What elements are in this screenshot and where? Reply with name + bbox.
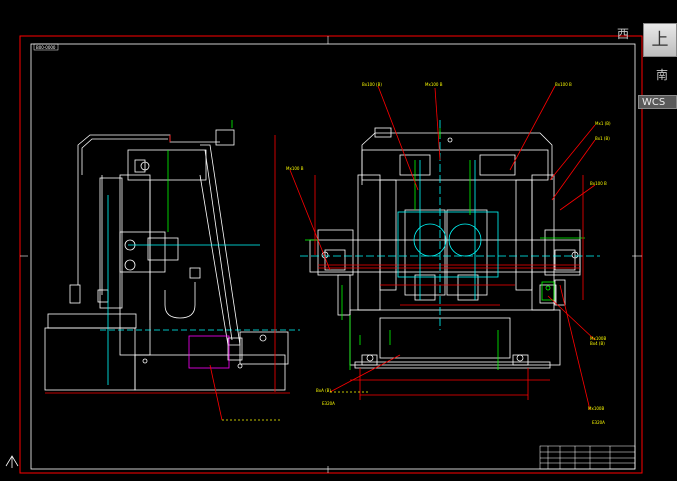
left-tag: Mx100 B (286, 166, 304, 171)
top-left-tag-box (33, 43, 59, 51)
annotations: Bx100 (B) Mx100 B Bx100 B Mx1 (B) Bx1 (B… (286, 82, 611, 425)
bottom-tag-2: E320A (322, 401, 335, 406)
ucs-icon (5, 455, 19, 468)
viewcube-west-label[interactable]: 西 (617, 27, 630, 41)
viewcube[interactable]: 西 上 南 (612, 10, 677, 110)
right-tag-1: Mx1 (B) (595, 121, 611, 126)
front-view (309, 127, 581, 369)
right-tag-3: Bx100 B (590, 181, 607, 186)
side-view-colored (45, 120, 300, 421)
title-block (539, 445, 636, 470)
side-view (44, 129, 289, 391)
bottom-tag-1: BxA (B) (316, 388, 331, 393)
wcs-menu-button[interactable]: WCS (638, 95, 677, 109)
front-tag-1: Bx100 (B) (362, 82, 382, 87)
viewcube-south-label[interactable]: 南 (656, 68, 669, 82)
right-tag-5: Bx4 (B) (590, 341, 605, 346)
front-tag-3: Bx100 B (555, 82, 572, 87)
center-marks (20, 36, 642, 473)
front-tag-2: Mx100 B (425, 82, 443, 87)
right-tag-6: Mx100B (588, 406, 604, 411)
viewcube-top-face[interactable]: 上 (643, 23, 677, 57)
right-tag-7: E320A (592, 420, 605, 425)
top-left-tag: B00-0000 (36, 45, 56, 50)
sheet-inner-border (30, 43, 636, 470)
sheet-outer-border (19, 35, 643, 474)
front-view-colored (289, 85, 600, 411)
right-tag-4: Mx100B (590, 336, 606, 341)
right-tag-2: Bx1 (B) (595, 136, 610, 141)
